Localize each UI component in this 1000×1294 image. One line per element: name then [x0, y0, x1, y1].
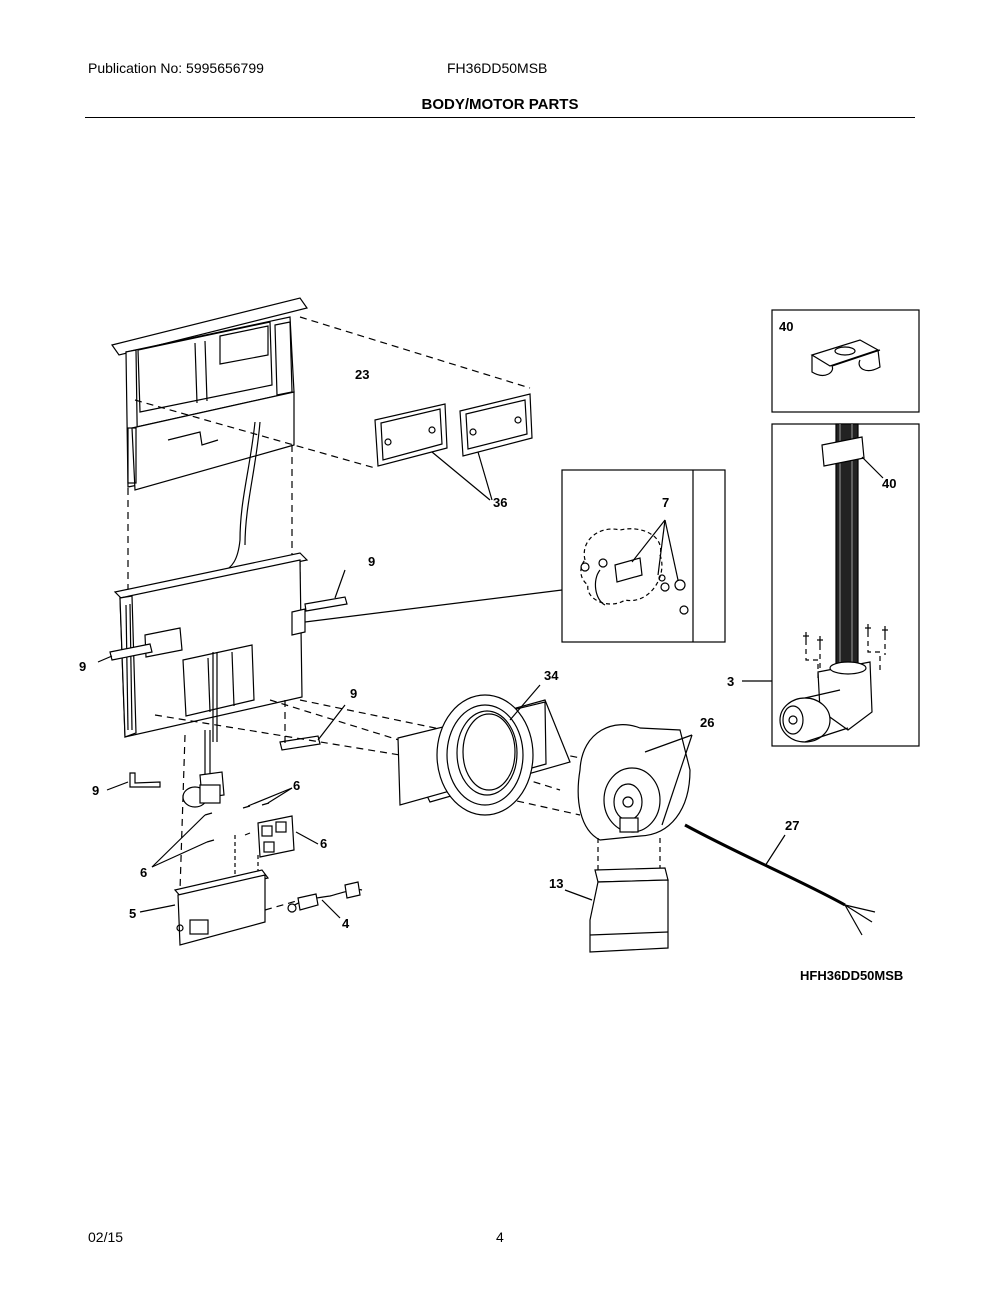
page-title: BODY/MOTOR PARTS	[421, 96, 579, 113]
callout-5: 5	[129, 906, 136, 921]
callout-3: 3	[727, 674, 734, 689]
callout-23: 23	[355, 367, 369, 382]
callout-40b: 40	[882, 476, 896, 491]
callout-27: 27	[785, 818, 799, 833]
publication-number: Publication No: 5995656799	[88, 60, 264, 76]
junction-box-5	[139, 869, 270, 946]
callout-6b: 6	[320, 836, 327, 851]
main-body-panel	[113, 552, 309, 775]
guide-lines-upper	[127, 316, 531, 590]
callout-9a: 9	[368, 554, 375, 569]
header-rule	[85, 117, 915, 118]
callout-36: 36	[493, 495, 507, 510]
callout-labels: 40 23 36 7 40 9 9 9 9 34 3 26 6 6 6 27 1…	[79, 319, 896, 931]
detail-box-7	[561, 469, 726, 643]
callout-4: 4	[342, 916, 350, 931]
upper-body-23	[111, 297, 308, 573]
coupler-box-40	[771, 309, 920, 413]
control-board-6	[151, 787, 319, 880]
callout-7: 7	[662, 495, 669, 510]
callout-9b: 9	[79, 659, 86, 674]
diagram-code: HFH36DD50MSB	[800, 968, 904, 983]
callout-26: 26	[700, 715, 714, 730]
callout-6a: 6	[293, 778, 300, 793]
transition-duct-13	[564, 838, 669, 953]
model-number: FH36DD50MSB	[447, 60, 548, 76]
page-number: 4	[496, 1229, 504, 1245]
filter-covers-36	[374, 393, 533, 501]
footer-date: 02/15	[88, 1229, 124, 1245]
callout-9d: 9	[92, 783, 99, 798]
lower-lift-motor	[182, 771, 225, 808]
callout-6c: 6	[140, 865, 147, 880]
shroud-plate-34	[397, 684, 571, 816]
power-cord-27	[684, 823, 876, 936]
callout-34: 34	[544, 668, 559, 683]
brackets-9	[97, 569, 348, 791]
callout-13: 13	[549, 876, 563, 891]
callout-9c: 9	[350, 686, 357, 701]
detail-leader	[304, 589, 563, 623]
blower-26	[577, 724, 693, 841]
cord-strain-relief-4	[287, 881, 363, 919]
callout-40a: 40	[779, 319, 793, 334]
lift-motor-box-3	[742, 423, 920, 747]
